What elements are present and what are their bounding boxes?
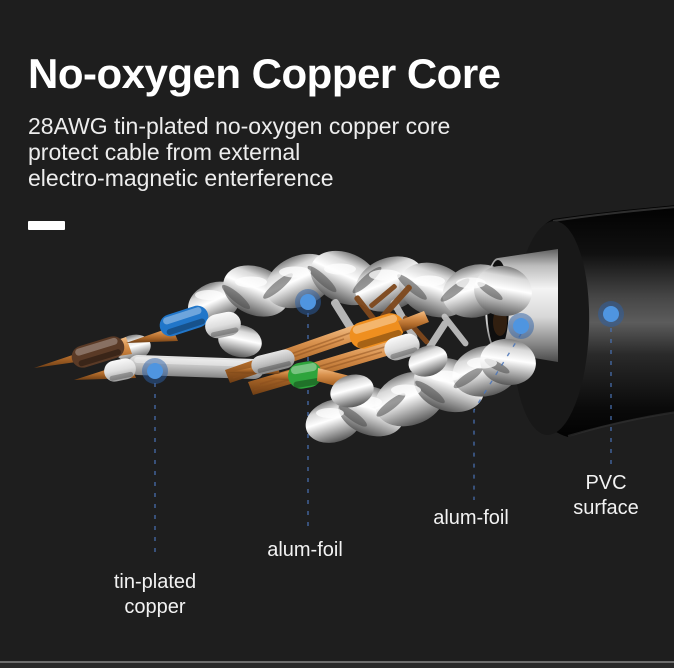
callout-text: alum-foil [433,507,509,529]
callout-text: copper [124,596,186,618]
accent-dash [28,221,65,230]
wire-band-blue [159,305,209,337]
twisted-foil-pair-upper [188,250,532,325]
callout-marker-pvc-surface [598,301,624,327]
callout-lines-front [473,328,612,500]
callout-line-alum-foil-outer [473,333,522,500]
callout-label-pvc-surface: PVC surface [573,471,639,521]
callout-text: tin-plated [113,571,197,593]
page-title: No-oxygen Copper Core [28,50,501,97]
callout-markers [142,289,624,384]
wire-collar-white [205,311,241,339]
callout-marker-alum-foil-outer [508,313,534,339]
wire-band-green [288,361,322,389]
copper-strand [398,311,429,332]
callout-text: PVC [585,472,627,494]
copper-wires [34,305,448,408]
callout-label-alum-foil-inner: alum-foil [267,538,343,563]
header: No-oxygen Copper Core 28AWG tin-plated n… [28,50,501,191]
wire-band-brown [71,336,125,368]
wire-collar-white [384,333,420,361]
callout-text: surface [573,497,639,519]
next-section-edge [0,663,674,668]
callout-marker-alum-foil-inner [295,289,321,315]
callout-marker-tin-plated-copper [142,358,168,384]
wire-collar-white [104,358,136,382]
wire-collar-gray [251,349,295,375]
twisted-foil-pair-lower [305,338,536,443]
description-line: 28AWG tin-plated no-oxygen copper core [28,113,451,139]
section-divider [0,661,674,663]
callout-text: alum-foil [267,539,343,561]
page-description: 28AWG tin-plated no-oxygen copper core p… [28,113,501,191]
description-line: electro-magnetic enterference [28,165,334,191]
callout-label-tin-plated-copper: tin-plated copper [114,570,196,620]
callout-label-alum-foil-outer: alum-foil [433,506,509,531]
description-line: protect cable from external [28,139,301,165]
